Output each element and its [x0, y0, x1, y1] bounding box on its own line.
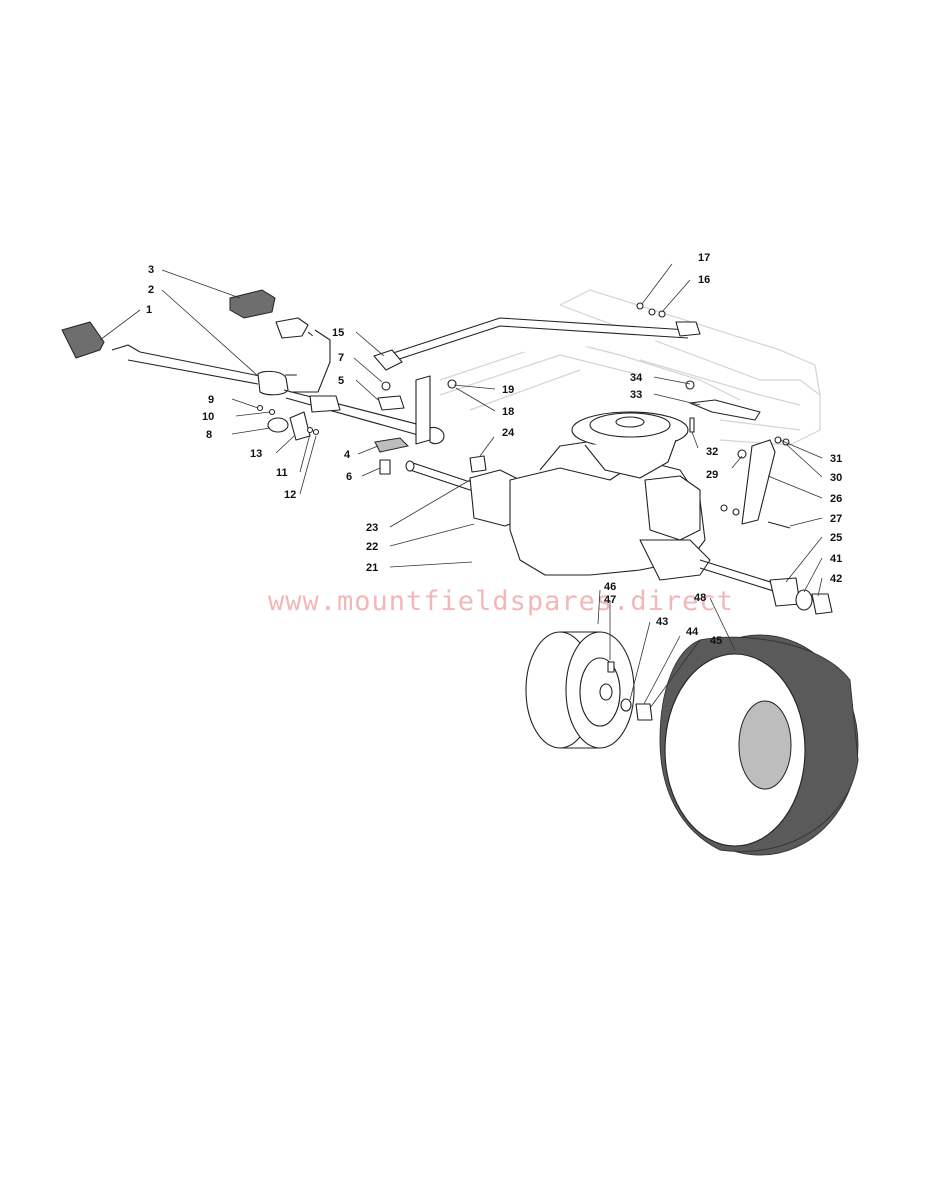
callout-2: 2: [148, 284, 154, 296]
callout-5: 5: [338, 375, 344, 387]
callout-16: 16: [698, 274, 710, 286]
callout-44: 44: [686, 626, 699, 638]
callout-46: 46: [604, 581, 616, 593]
pedal-rod-assembly: [61, 289, 445, 445]
callout-25: 25: [830, 532, 842, 544]
callout-labels: 1 2 3 4 5 6 7 8 9 10 11 12 13 15 16 17 1…: [146, 252, 842, 647]
callout-4: 4: [344, 449, 351, 461]
tyre: [659, 634, 859, 856]
callout-24: 24: [502, 427, 515, 439]
callout-42: 42: [830, 573, 842, 585]
callout-47: 47: [604, 594, 616, 606]
callout-41: 41: [830, 553, 842, 565]
callout-18: 18: [502, 406, 514, 418]
callout-33: 33: [630, 389, 642, 401]
callout-11: 11: [276, 467, 288, 479]
mount-bracket: [381, 375, 457, 445]
callout-22: 22: [366, 541, 378, 553]
callout-12: 12: [284, 489, 296, 501]
callout-23: 23: [366, 522, 378, 534]
transaxle-gearbox: [405, 411, 781, 594]
callout-15: 15: [332, 327, 344, 339]
callout-43: 43: [656, 616, 668, 628]
callout-32: 32: [706, 446, 718, 458]
callout-21: 21: [366, 562, 378, 574]
callout-34: 34: [630, 372, 643, 384]
callout-8: 8: [206, 429, 212, 441]
brake-arm-bracket: [685, 380, 833, 615]
callout-31: 31: [830, 453, 842, 465]
small-hardware-left: [256, 404, 487, 475]
callout-27: 27: [830, 513, 842, 525]
watermark-text: www.mountfieldspares.direct: [268, 586, 734, 617]
callout-10: 10: [202, 411, 214, 423]
callout-17: 17: [698, 252, 710, 264]
callout-9: 9: [208, 394, 214, 406]
callout-29: 29: [706, 469, 718, 481]
callout-1: 1: [146, 304, 152, 316]
chassis-frame-outline: [439, 289, 821, 446]
callout-13: 13: [250, 448, 262, 460]
callout-45: 45: [710, 635, 722, 647]
callout-30: 30: [830, 472, 842, 484]
callout-6: 6: [346, 471, 352, 483]
callout-19: 19: [502, 384, 514, 396]
callout-7: 7: [338, 352, 344, 364]
leader-lines: [99, 263, 823, 709]
callout-48: 48: [694, 592, 706, 604]
control-rod: [373, 302, 701, 371]
callout-26: 26: [830, 493, 842, 505]
wheel-rim: [525, 631, 653, 749]
callout-3: 3: [148, 264, 154, 276]
